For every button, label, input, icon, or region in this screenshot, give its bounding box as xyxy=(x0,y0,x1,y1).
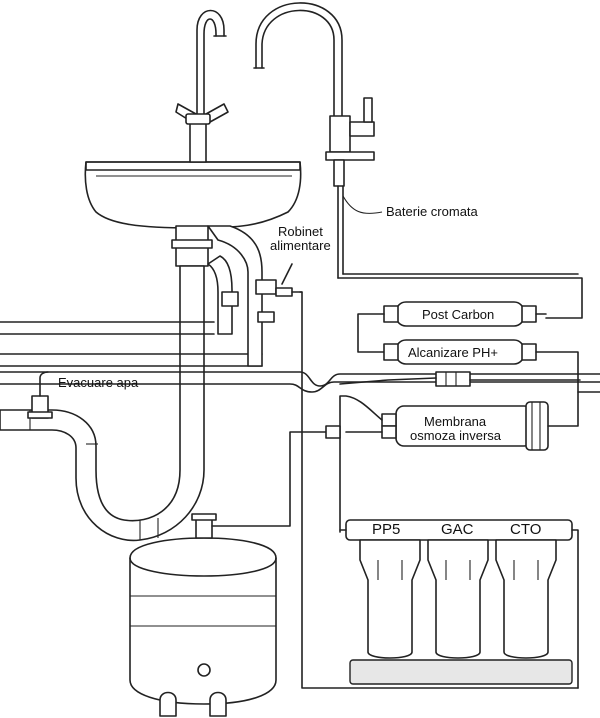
sink xyxy=(84,161,302,267)
label-post-carbon: Post Carbon xyxy=(422,307,494,322)
storage-tank xyxy=(129,431,335,717)
ro-membrane xyxy=(325,391,600,533)
drain-saddle xyxy=(27,371,53,419)
wall-pipes xyxy=(0,321,600,393)
pp5-housing xyxy=(359,539,421,659)
sink-mixer-faucet xyxy=(175,9,229,163)
cold-water-supply xyxy=(207,225,277,367)
tube-faucet-to-post-carbon xyxy=(337,277,583,319)
label-chrome-faucet: Baterie cromata xyxy=(386,204,479,219)
label-gac: GAC xyxy=(441,521,474,538)
leader-chrome-faucet xyxy=(342,195,383,214)
post-carbon-filter xyxy=(357,301,547,353)
label-feed-valve-line1: Robinet xyxy=(278,224,323,239)
label-feed-valve-line2: alimentare xyxy=(270,238,331,253)
cto-housing xyxy=(495,539,557,659)
label-alkaline: Alcanizare PH+ xyxy=(408,345,498,360)
label-cto: CTO xyxy=(510,521,541,538)
pre-filter-unit xyxy=(339,519,579,689)
feed-valve xyxy=(275,263,579,689)
label-membrane-line2: osmoza inversa xyxy=(410,428,502,443)
label-pp5: PP5 xyxy=(372,521,400,538)
chrome-ro-faucet xyxy=(253,2,375,279)
label-drain-outlet: Evacuare apa xyxy=(58,375,139,390)
flow-restrictor xyxy=(339,371,581,387)
drain-pipe xyxy=(0,265,205,542)
alkaline-filter xyxy=(383,339,579,393)
label-membrane-line1: Membrana xyxy=(424,414,487,429)
gac-housing xyxy=(427,539,489,659)
